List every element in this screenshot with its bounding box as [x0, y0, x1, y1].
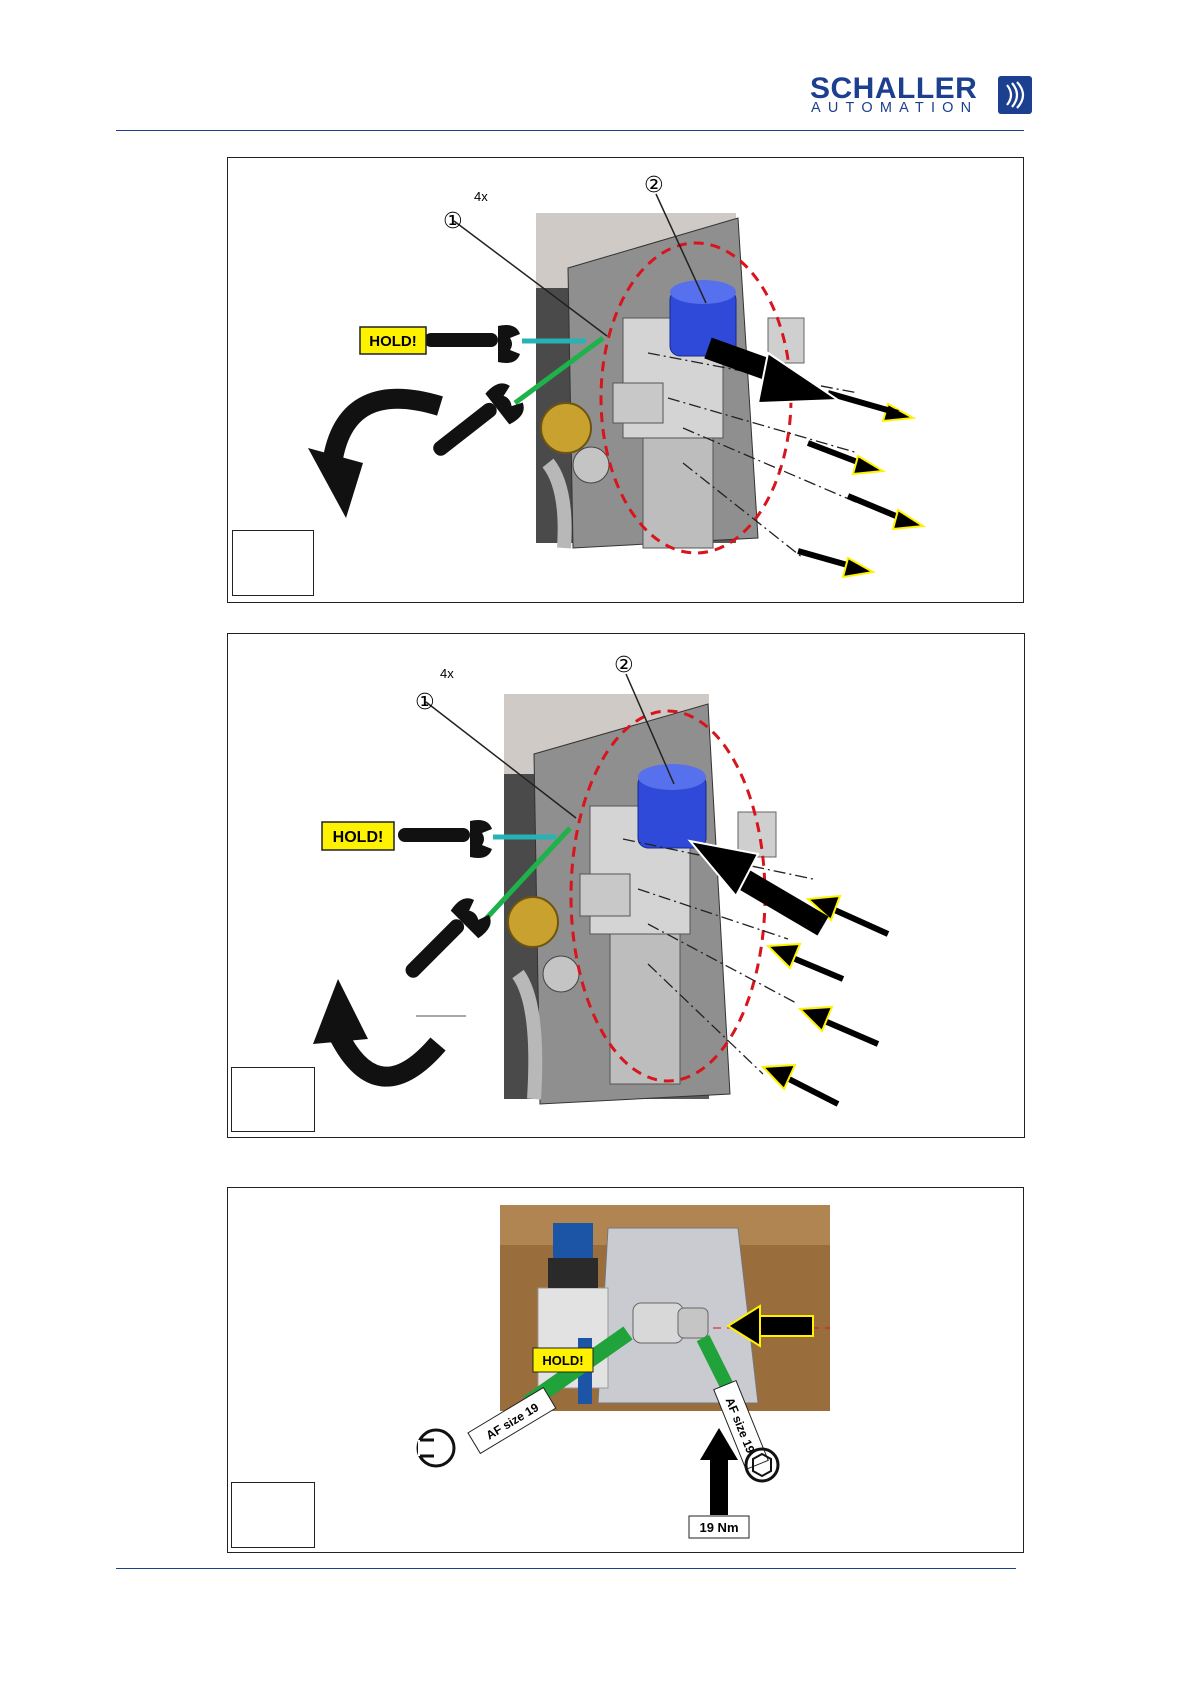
brand-tagline: AUTOMATION	[811, 100, 978, 116]
direction-arrow-icon	[700, 1428, 738, 1515]
figure-label-box	[231, 1482, 315, 1548]
figure-1-drawing: HOLD! 4x ① ②	[228, 158, 1023, 602]
callout-2: ②	[614, 653, 634, 678]
open-wrench-icon	[418, 1430, 454, 1466]
rotation-arrow-icon	[308, 399, 440, 518]
hold-label: HOLD!	[542, 1353, 583, 1368]
torque-label: 19 Nm	[699, 1520, 738, 1535]
fitting	[543, 956, 579, 992]
brass-plug	[508, 897, 558, 947]
rotation-arrow-icon	[313, 979, 438, 1077]
callout-2: ②	[644, 173, 664, 198]
direction-arrow-icon	[828, 393, 913, 421]
company-logo: SCHALLER AUTOMATION	[810, 76, 1032, 116]
figure-1-panel: HOLD! 4x ① ②	[227, 157, 1024, 603]
callout-1: ①	[443, 209, 463, 234]
footer-rule	[116, 1568, 1016, 1569]
header-rule	[116, 130, 1024, 131]
fitting	[633, 1303, 683, 1343]
open-wrench-icon	[424, 325, 520, 363]
open-wrench-icon	[425, 378, 529, 472]
blue-knob	[553, 1223, 593, 1263]
figure-label-box	[231, 1067, 315, 1132]
callout-1: ①	[415, 690, 435, 715]
quantity-label: 4x	[474, 189, 488, 204]
figure-3-drawing: HOLD! AF size 19 AF size 19 19 Nm	[228, 1188, 1023, 1552]
brass-plug	[541, 403, 591, 453]
hold-label: HOLD!	[333, 829, 384, 846]
open-wrench-icon	[396, 893, 496, 993]
schaller-wave-icon	[998, 76, 1032, 114]
figure-2-drawing: HOLD! 4x ① ②	[228, 634, 1024, 1137]
open-wrench-icon	[398, 820, 492, 858]
quantity-label: 4x	[440, 666, 454, 681]
figure-3-panel: HOLD! AF size 19 AF size 19 19 Nm	[227, 1187, 1024, 1553]
hold-label: HOLD!	[369, 333, 417, 350]
figure-2-panel: HOLD! 4x ① ②	[227, 633, 1025, 1138]
fitting	[573, 447, 609, 483]
figure-label-box	[232, 530, 314, 596]
